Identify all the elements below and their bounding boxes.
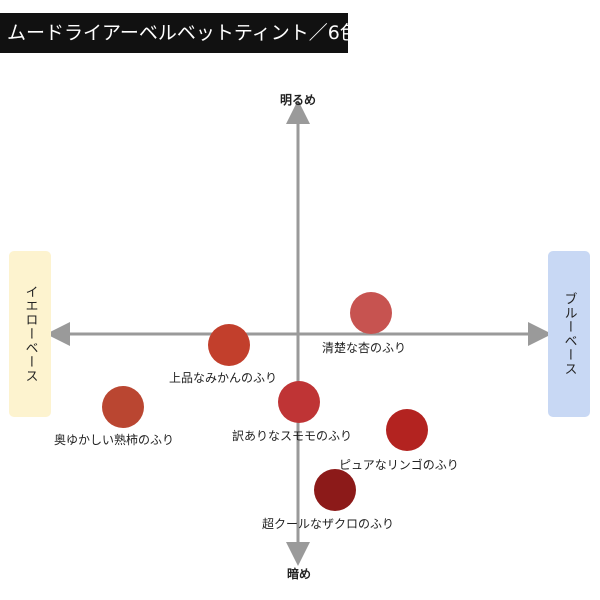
- shade-swatch-mikan: [208, 324, 250, 366]
- yellow-base-label: イエローベース: [22, 285, 38, 383]
- shade-label-apple: ピュアなリンゴのふり: [339, 458, 459, 472]
- yellow-base-box: イエローベース: [9, 251, 51, 417]
- blue-base-label: ブルーベース: [561, 292, 577, 376]
- axis-label-bright: 明るめ: [280, 93, 317, 107]
- shade-label-plum: 訳ありなスモモのふり: [232, 429, 353, 443]
- shade-swatch-persimmon: [102, 386, 144, 428]
- shade-label-persimmon: 奥ゆかしい熟柿のふり: [54, 433, 175, 447]
- shade-swatch-pomegranate: [314, 469, 356, 511]
- axis-label-dark: 暗め: [287, 567, 312, 581]
- shade-swatch-apple: [386, 409, 428, 451]
- shade-label-apricot: 清楚な杏のふり: [322, 341, 407, 355]
- shade-swatch-apricot: [350, 292, 392, 334]
- blue-base-box: ブルーベース: [548, 251, 590, 417]
- page-title: ムードライアーベルベットティント／6色: [0, 13, 348, 53]
- shade-label-mikan: 上品なみかんのふり: [169, 371, 278, 385]
- shade-swatch-plum: [278, 381, 320, 423]
- shade-label-pomegranate: 超クールなザクロのふり: [262, 517, 395, 531]
